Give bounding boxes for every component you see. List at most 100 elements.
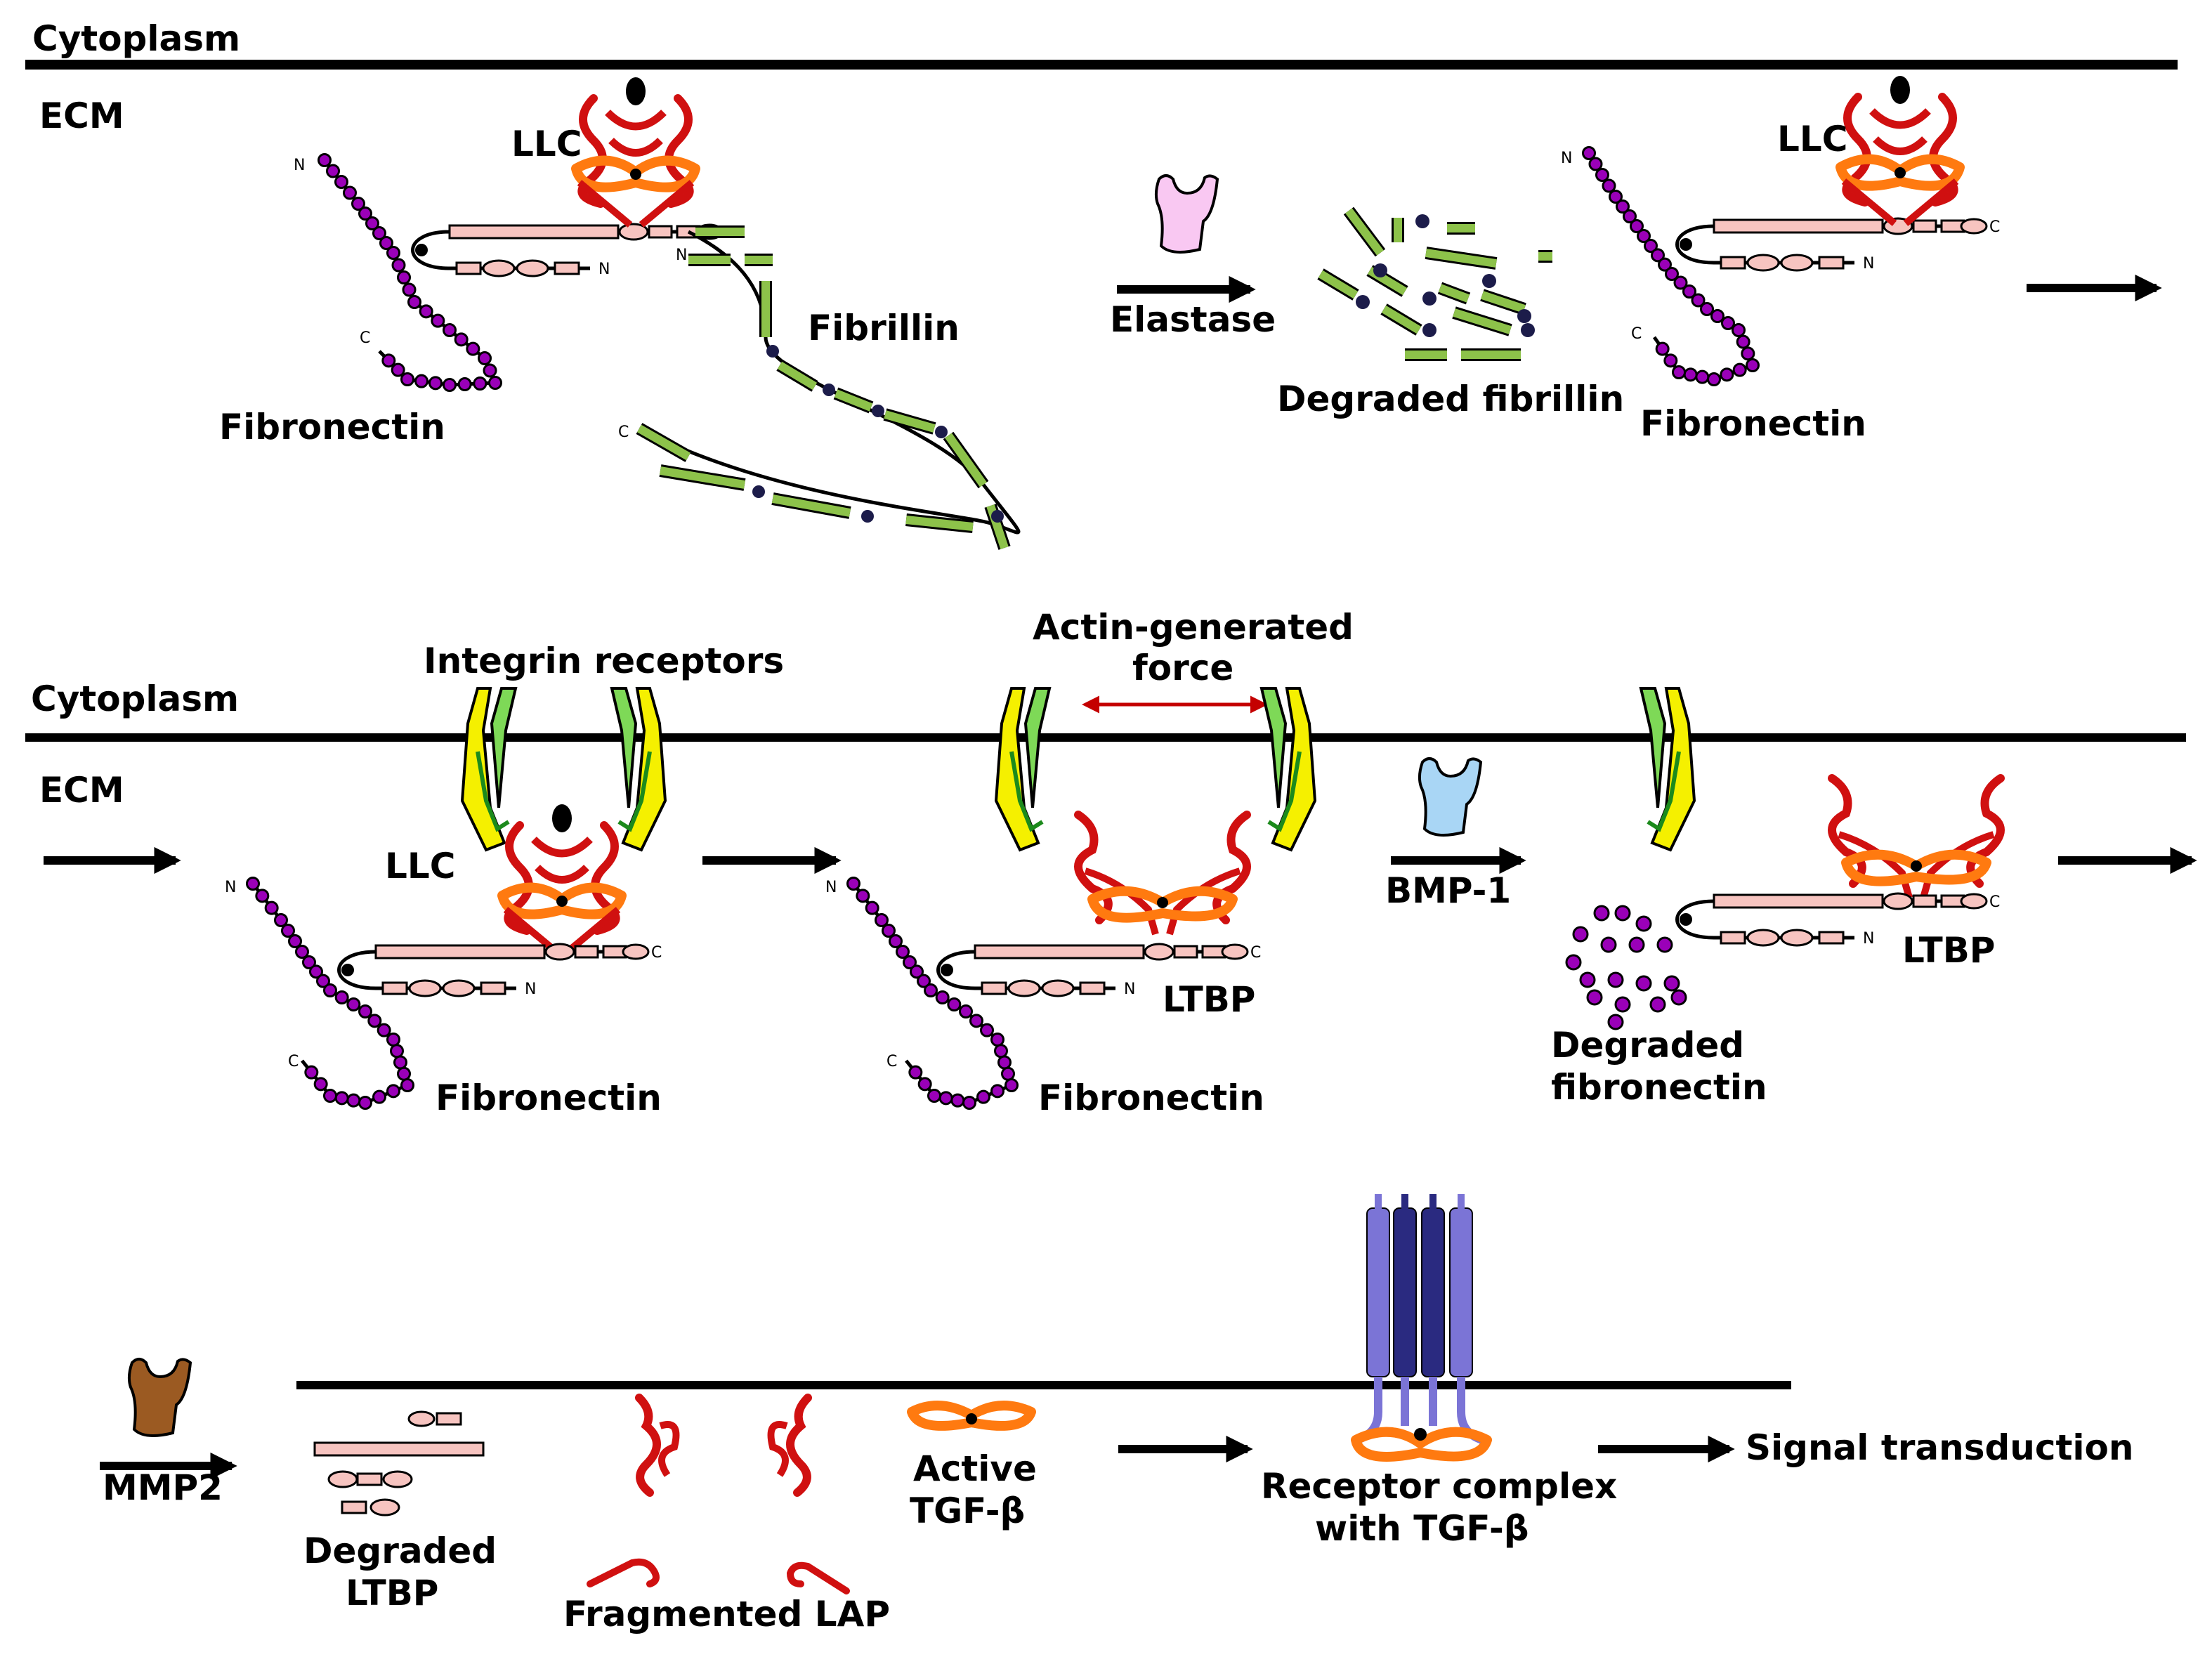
terminal-n: N xyxy=(1124,981,1135,998)
fibronectin-bead xyxy=(1607,1014,1624,1030)
ltbp-domain xyxy=(648,225,673,239)
receptor-subunit xyxy=(1366,1207,1390,1377)
ltbp-domain xyxy=(1912,219,1937,233)
fibronectin-bead xyxy=(386,246,400,260)
ltbp-domain xyxy=(622,943,650,960)
fibronectin-bead xyxy=(318,153,332,167)
ltbp-domain xyxy=(482,259,516,277)
ltbp-domain xyxy=(1746,254,1780,272)
llc-3 xyxy=(497,804,627,955)
fibronectin-bead xyxy=(1600,936,1617,953)
fibrillin-dot xyxy=(766,345,779,358)
fibronectin-bead xyxy=(1700,302,1714,316)
llc-1 xyxy=(571,77,700,228)
fibronectin-bead xyxy=(386,1033,400,1047)
fibronectin-bead xyxy=(910,964,924,979)
fibronectin-bead xyxy=(875,913,889,927)
fibronectin-bead xyxy=(414,374,428,388)
ltbp-domain xyxy=(1818,931,1845,945)
degraded-ltbp-fragments xyxy=(313,1410,485,1516)
fibrillin-dot xyxy=(1482,274,1496,288)
fibrillin-dot xyxy=(1521,323,1535,337)
fibronectin-bead xyxy=(994,1044,1008,1059)
fibronectin-bead xyxy=(443,378,457,392)
label-degraded-ltbp-line1: Degraded xyxy=(303,1531,497,1571)
fibronectin-bead xyxy=(1682,284,1696,299)
fibronectin-bead xyxy=(1649,996,1666,1013)
fibronectin-bead xyxy=(950,1093,965,1108)
fibronectin-bead xyxy=(1710,309,1725,323)
mmp2-enzyme xyxy=(127,1358,192,1437)
fibronectin-bead xyxy=(402,282,417,297)
ltbp-domain xyxy=(618,223,649,241)
integrin-2b xyxy=(1259,687,1317,852)
label-degraded-fibrillin: Degraded fibrillin xyxy=(1277,379,1624,419)
terminal-n: N xyxy=(598,261,610,278)
fibrillin-dot xyxy=(823,384,835,396)
fibronectin-bead xyxy=(393,1055,407,1070)
terminal-n: N xyxy=(225,879,236,896)
fibronectin-bead xyxy=(281,924,295,938)
fibronectin-bead xyxy=(865,900,879,915)
fibronectin-bead xyxy=(1658,257,1672,272)
fibronectin-bead xyxy=(990,1084,1004,1099)
fibronectin-bead xyxy=(1720,367,1734,382)
fibrillin-dot xyxy=(861,510,874,523)
fibronectin-bead xyxy=(400,1078,414,1092)
fibronectin-bead xyxy=(295,945,309,959)
fibronectin-bead xyxy=(908,1065,923,1080)
terminal-c: C xyxy=(288,1053,299,1070)
fibronectin-bead xyxy=(390,1044,404,1059)
fibronectin-bead xyxy=(334,175,348,189)
fibronectin-bead xyxy=(1572,926,1589,943)
fibronectin-bead xyxy=(917,1077,932,1092)
fibronectin-bead xyxy=(903,955,917,969)
fibronectin-bead xyxy=(1665,267,1679,281)
fibronectin-bead xyxy=(457,377,472,391)
fibronectin-bead xyxy=(1595,168,1609,182)
fibrillin-segment-fill xyxy=(637,424,691,461)
fibronectin-bead xyxy=(1628,936,1645,953)
fibronectin-bead xyxy=(990,1033,1004,1047)
label-integrin-receptors: Integrin receptors xyxy=(424,641,784,681)
fibronectin-bead xyxy=(1582,146,1596,160)
fibronectin-bead xyxy=(1670,989,1687,1006)
label-active-line2: TGF-β xyxy=(910,1491,1025,1531)
ltbp-domain xyxy=(544,943,575,961)
fibrillin-dot xyxy=(991,510,1004,523)
label-receptor-line1: Receptor complex xyxy=(1261,1466,1617,1507)
terminal-n: N xyxy=(676,247,687,264)
label-ecm-1: ECM xyxy=(39,96,124,136)
label-fibrillin: Fibrillin xyxy=(808,308,960,348)
ltbp-domain xyxy=(1780,254,1814,272)
label-cytoplasm-2: Cytoplasm xyxy=(31,679,239,719)
fibronectin-bead xyxy=(323,983,337,997)
ltbp-4: CN xyxy=(936,943,1261,998)
fibronectin-bead xyxy=(917,974,931,988)
fibronectin-bead xyxy=(1623,209,1637,223)
label-mmp2: MMP2 xyxy=(103,1467,223,1508)
terminal-n: N xyxy=(294,157,305,174)
fibronectin-bead xyxy=(400,372,414,386)
fibronectin-bead xyxy=(1736,334,1750,349)
fibronectin-bead xyxy=(397,270,411,284)
fibrillin-segment-fill xyxy=(660,466,745,489)
fibronectin-bead xyxy=(1579,971,1596,988)
fibronectin-bead xyxy=(1683,367,1698,382)
degraded-fibrillin-fragments xyxy=(1317,207,1552,361)
label-degraded-ltbp-line2: LTBP xyxy=(346,1573,438,1613)
ltbp-2: CN xyxy=(1675,217,2000,273)
ltbp-domain xyxy=(1780,929,1814,947)
label-ltbp-1: LTBP xyxy=(1163,979,1255,1020)
fibronectin-bead xyxy=(365,216,379,230)
fibronectin-bead xyxy=(896,945,910,959)
fibronectin-bead xyxy=(377,1023,391,1037)
llc-4 xyxy=(1074,811,1251,936)
fibronectin-bead xyxy=(962,1096,976,1110)
fibrillin-dot xyxy=(872,405,884,417)
fibronectin-bead xyxy=(980,1023,994,1037)
label-ecm-2: ECM xyxy=(39,770,124,811)
label-receptor-line2: with TGF-β xyxy=(1315,1508,1529,1549)
ltbp-3: CN xyxy=(337,943,662,998)
label-active-line1: Active xyxy=(913,1448,1037,1489)
